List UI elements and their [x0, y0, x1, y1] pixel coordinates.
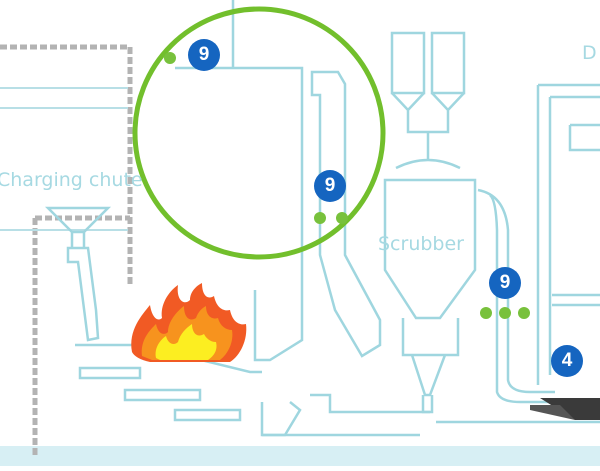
ducts	[262, 188, 600, 437]
fire-icon	[131, 283, 247, 362]
scrubber	[383, 31, 477, 414]
conveyor-base	[530, 405, 575, 420]
step-badge[interactable]: 4	[551, 345, 583, 377]
charging-chute	[44, 206, 112, 342]
step-badge[interactable]: 9	[314, 170, 346, 202]
step-badge[interactable]: 9	[188, 39, 220, 71]
highlight-ring	[132, 6, 386, 260]
step-badge[interactable]: 9	[489, 267, 521, 299]
conveyor	[540, 398, 600, 420]
water-floor	[0, 446, 600, 466]
building-walls	[0, 44, 133, 455]
right-equipment	[536, 83, 600, 385]
building-lines	[0, 87, 128, 231]
scrubber-label: Scrubber	[378, 233, 464, 255]
marker-dots	[164, 52, 530, 319]
charging-chute-label: Charging chute	[0, 169, 143, 191]
partial-label-top-right: D	[582, 42, 597, 64]
